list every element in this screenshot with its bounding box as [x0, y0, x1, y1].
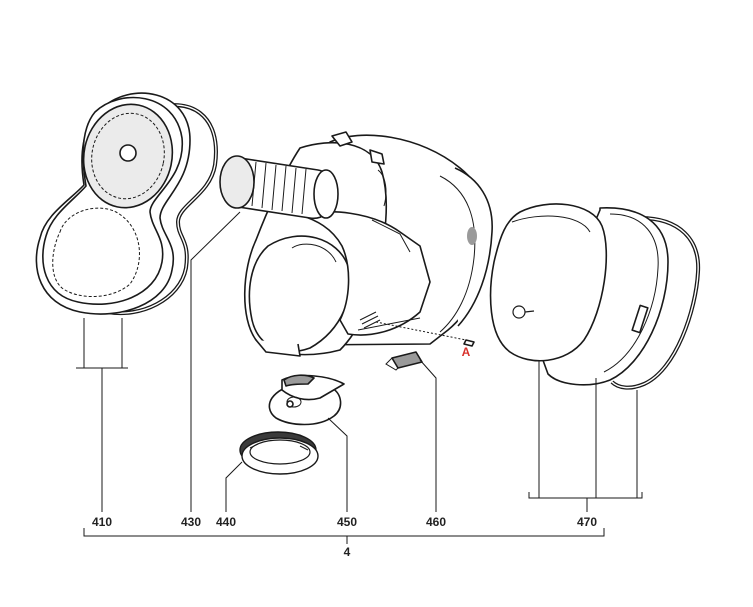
part-470-exhaust-filter [489, 203, 701, 390]
label-440: 440 [216, 515, 236, 529]
label-460: 460 [426, 515, 446, 529]
part-430-motor-housing [219, 131, 493, 357]
part-440-seal-ring [239, 431, 319, 475]
label-450: 450 [337, 515, 357, 529]
label-470: 470 [577, 515, 597, 529]
part-450-valve-flap [268, 374, 345, 426]
part-460-latch-tab [385, 351, 423, 371]
label-assembly-4: 4 [344, 545, 351, 559]
label-410: 410 [92, 515, 112, 529]
part-410-filter-cover [35, 92, 218, 316]
label-detail-a: A [462, 345, 471, 359]
screw-a-detail [375, 321, 475, 347]
label-430: 430 [181, 515, 201, 529]
leader-lines [76, 211, 643, 544]
